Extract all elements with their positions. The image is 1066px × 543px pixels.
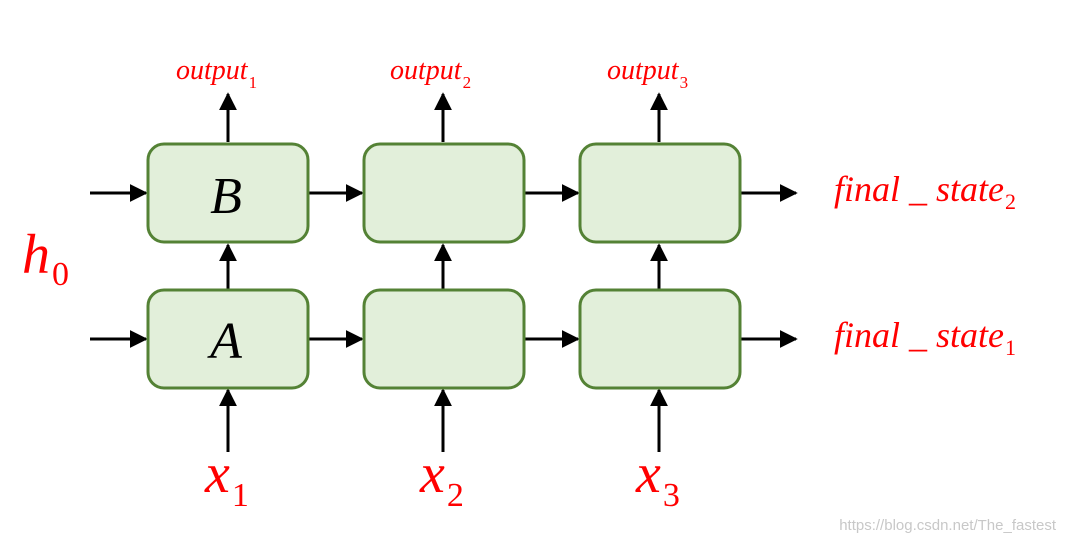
output-label-1: output1 bbox=[176, 55, 257, 92]
final-state-label-bottom: final _ state1 bbox=[834, 315, 1016, 360]
top-cell-3 bbox=[578, 142, 742, 244]
bottom-cell-3 bbox=[578, 288, 742, 390]
top-cell-label: B bbox=[210, 168, 242, 225]
input-label-3: x3 bbox=[635, 443, 680, 514]
top-cell-2 bbox=[362, 142, 526, 244]
bottom-cell-label: A bbox=[207, 313, 242, 370]
final-state-label-top: final _ state2 bbox=[834, 169, 1016, 214]
bottom-cell-2 bbox=[362, 288, 526, 390]
top-cell-1 bbox=[146, 142, 310, 244]
bottom-cell-1 bbox=[146, 288, 310, 390]
output-label-3: output3 bbox=[607, 55, 688, 92]
output-label-2: output2 bbox=[390, 55, 471, 92]
input-label-2: x2 bbox=[419, 443, 464, 514]
initial-state-label: h0 bbox=[22, 224, 69, 293]
watermark-text: https://blog.csdn.net/The_fastest bbox=[839, 517, 1057, 534]
input-label-1: x1 bbox=[204, 443, 249, 514]
